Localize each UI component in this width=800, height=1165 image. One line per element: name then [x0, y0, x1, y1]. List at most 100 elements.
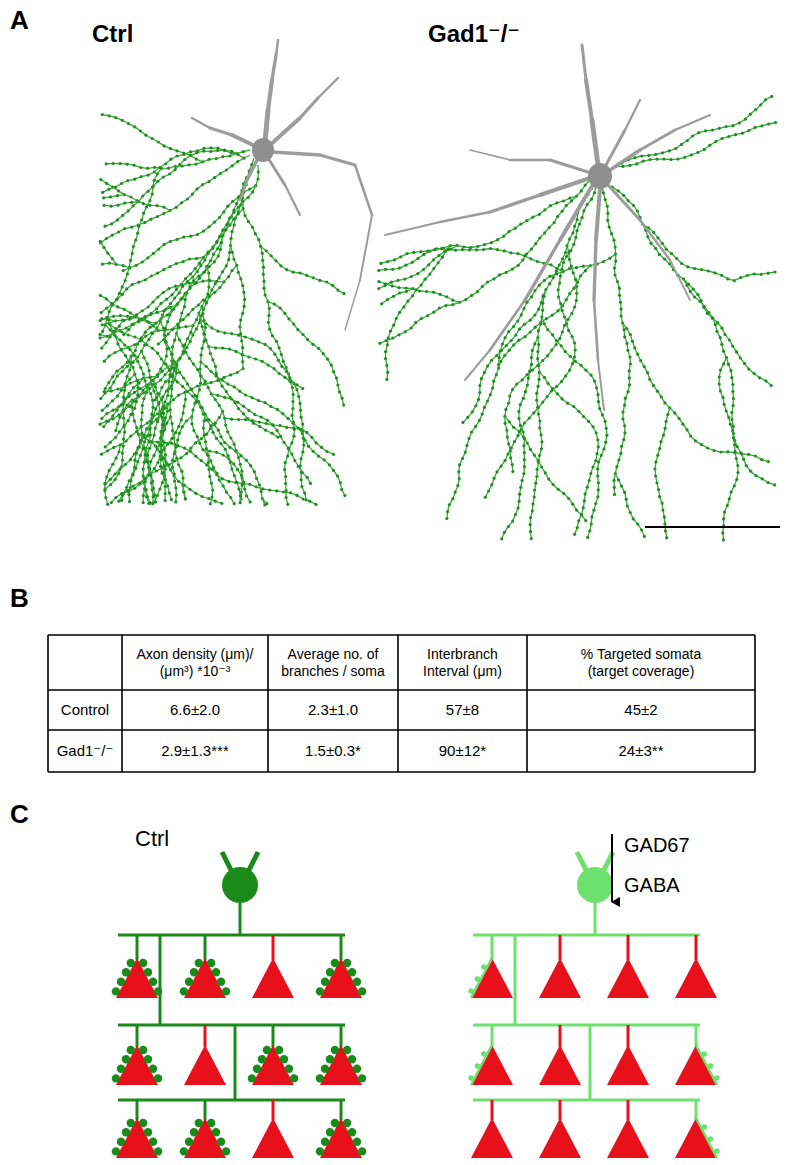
- axon-bouton: [623, 491, 626, 494]
- axon-bouton: [625, 498, 628, 501]
- axon-bouton: [231, 200, 234, 203]
- axon-branch: [602, 186, 630, 494]
- axon-bouton: [432, 258, 435, 261]
- axon-bouton: [580, 189, 583, 192]
- axon-bouton: [575, 229, 578, 232]
- axon-bouton: [138, 445, 141, 448]
- axon-bouton: [177, 394, 180, 397]
- axon-bouton: [590, 198, 593, 201]
- axon-bouton: [427, 263, 430, 266]
- axon-bouton: [139, 366, 142, 369]
- axon-bouton: [106, 252, 109, 255]
- axon-bouton: [167, 287, 170, 290]
- axon-bouton: [614, 246, 617, 249]
- axon-bouton: [174, 431, 177, 434]
- axon-bouton: [205, 322, 208, 325]
- axon-bouton: [103, 489, 106, 492]
- axon-bouton: [216, 379, 219, 382]
- axon-bouton: [251, 226, 254, 229]
- axon-branch: [610, 96, 772, 170]
- axon-bouton: [157, 401, 160, 404]
- axon-bouton: [661, 151, 664, 154]
- axon-bouton: [152, 389, 155, 392]
- axon-bouton: [493, 477, 496, 480]
- axon-bouton: [213, 260, 216, 263]
- axon-bouton: [121, 214, 124, 217]
- axon-bouton: [162, 212, 165, 215]
- axon-branch: [382, 289, 413, 304]
- axon-bouton: [722, 362, 725, 365]
- axon-bouton: [470, 294, 473, 297]
- axon-bouton: [157, 247, 160, 250]
- axon-bouton: [302, 497, 305, 500]
- axon-bouton: [736, 445, 739, 448]
- axon-bouton: [118, 430, 121, 433]
- axon-branch: [200, 320, 306, 500]
- axon-bouton: [182, 153, 185, 156]
- axon-bouton: [237, 206, 240, 209]
- axon-bouton: [292, 421, 295, 424]
- axon-bouton: [150, 331, 153, 334]
- axon-bouton: [132, 245, 135, 248]
- axon-bouton: [161, 457, 164, 460]
- axon-bouton: [570, 265, 573, 268]
- axon-bouton: [230, 397, 233, 400]
- axon-bouton: [343, 494, 346, 497]
- axon-bouton: [220, 241, 223, 244]
- axon-bouton: [174, 486, 177, 489]
- axon-bouton: [563, 315, 566, 318]
- axon-bouton: [152, 414, 155, 417]
- axon-bouton: [112, 315, 115, 318]
- axon-bouton: [146, 434, 149, 437]
- axon-bouton: [165, 298, 168, 301]
- axon-bouton: [133, 164, 136, 167]
- axon-bouton: [531, 216, 534, 219]
- axon-bouton: [702, 306, 705, 309]
- axon-bouton: [195, 281, 198, 284]
- axon-bouton: [140, 439, 143, 442]
- axon-bouton: [279, 435, 282, 438]
- axon-bouton: [109, 387, 112, 390]
- axon-bouton: [188, 357, 191, 360]
- axon-bouton: [541, 309, 544, 312]
- axon-bouton: [301, 430, 304, 433]
- axon-bouton: [211, 489, 214, 492]
- axon-bouton: [125, 486, 128, 489]
- axon-bouton: [531, 509, 534, 512]
- axon-bouton: [291, 400, 294, 403]
- axon-bouton: [240, 474, 243, 477]
- axon-bouton: [160, 450, 163, 453]
- axon-bouton: [486, 280, 489, 283]
- axon-bouton: [189, 235, 192, 238]
- axon-bouton: [606, 219, 609, 222]
- axon-bouton: [480, 377, 483, 380]
- axon-bouton: [418, 289, 421, 292]
- axon-bouton: [706, 446, 709, 449]
- axon-bouton: [163, 441, 166, 444]
- axon-bouton: [618, 294, 621, 297]
- axon-branch: [203, 450, 250, 502]
- axon-bouton: [575, 292, 578, 295]
- axon-bouton: [404, 264, 407, 267]
- axon-branch: [463, 182, 594, 422]
- axon-bouton: [612, 239, 615, 242]
- axon-bouton: [377, 269, 380, 272]
- axon-bouton: [225, 390, 228, 393]
- axon-bouton: [558, 337, 561, 340]
- axon-bouton: [548, 282, 551, 285]
- axon-bouton: [185, 452, 188, 455]
- axon-bouton: [130, 226, 133, 229]
- axon-bouton: [723, 403, 726, 406]
- axon-bouton: [686, 428, 689, 431]
- axon-bouton: [268, 307, 271, 310]
- axon-bouton: [299, 409, 302, 412]
- axon-branch: [499, 254, 616, 365]
- axon-bouton: [711, 316, 714, 319]
- axon-bouton: [377, 280, 380, 283]
- axon-bouton: [489, 393, 492, 396]
- axon-bouton: [103, 482, 106, 485]
- axon-bouton: [157, 342, 160, 345]
- axon-bouton: [764, 98, 767, 101]
- axon-bouton: [511, 268, 514, 271]
- axon-bouton: [576, 281, 579, 284]
